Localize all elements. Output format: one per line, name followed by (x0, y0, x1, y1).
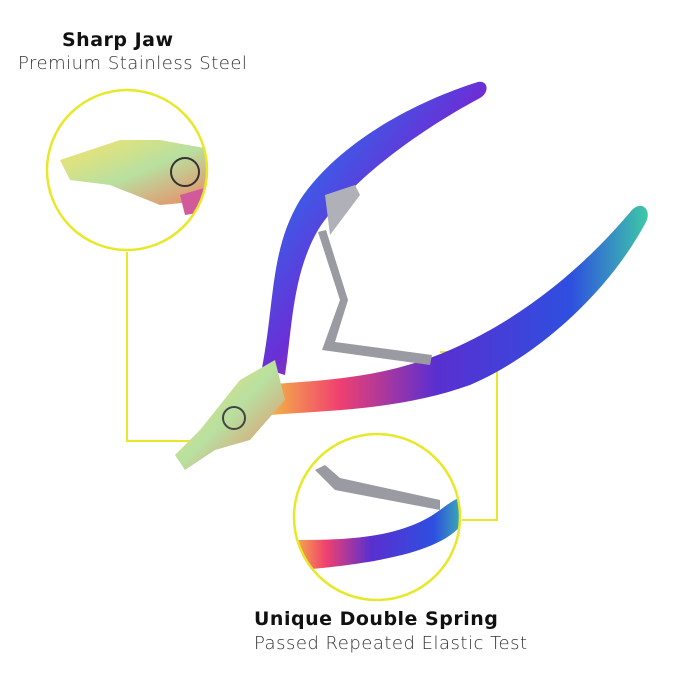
detail-circle-spring (292, 432, 462, 602)
detail-circle-jaw (45, 88, 209, 252)
callout-subtitle-jaw: Premium Stainless Steel (18, 53, 248, 74)
callout-title-jaw: Sharp Jaw (62, 29, 174, 51)
callout-subtitle-spring: Passed Repeated Elastic Test (254, 633, 528, 654)
callout-title-spring: Unique Double Spring (254, 608, 499, 630)
pliers-main (175, 81, 648, 470)
callout-line-jaw (126, 252, 192, 442)
